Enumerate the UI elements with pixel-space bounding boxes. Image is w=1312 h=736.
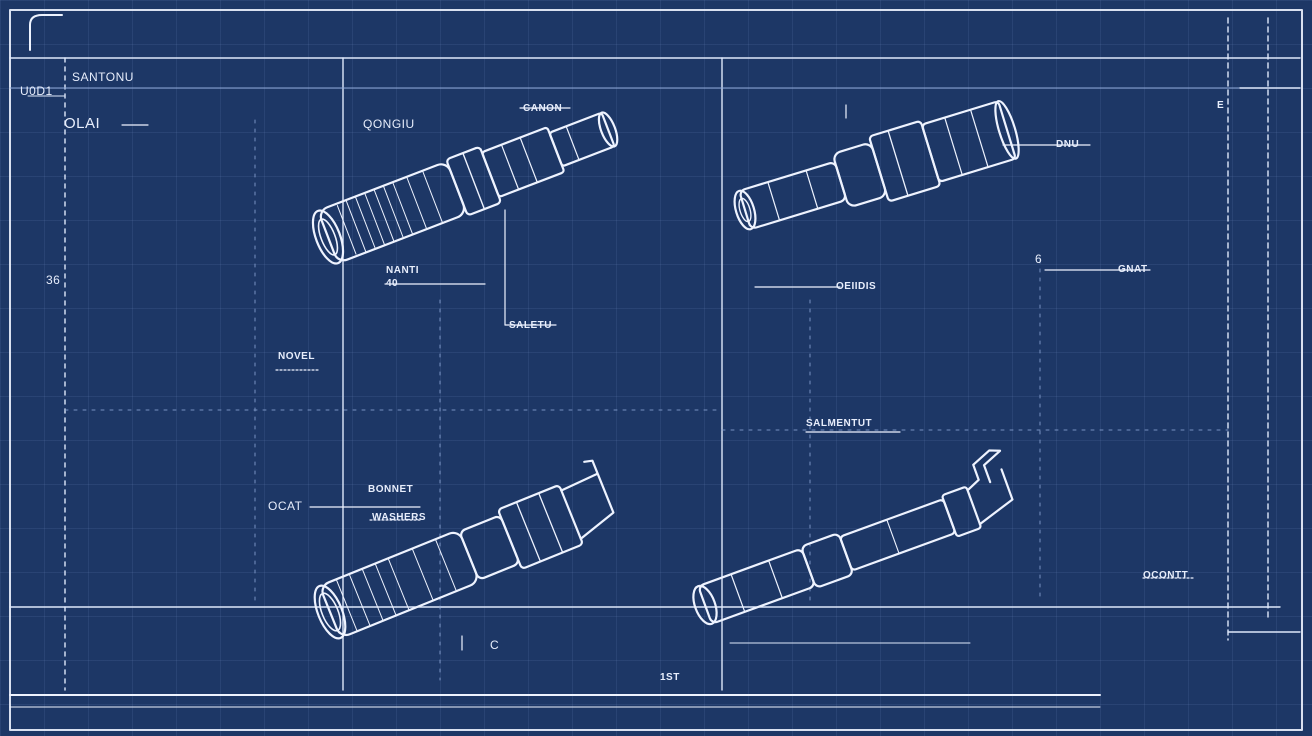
callout-nanti-sub: 40 xyxy=(386,278,399,289)
mark-bottom: 1ST xyxy=(660,672,680,683)
connector-bottom-left xyxy=(313,459,615,640)
connector-top-left xyxy=(311,111,619,265)
margin-code-label: U0D1 xyxy=(20,84,53,98)
side-tag-label: OLAI xyxy=(64,115,101,132)
callout-salmentut: SALMENTUT xyxy=(806,418,873,429)
callout-saletu: SALETU xyxy=(509,320,552,331)
leader-lines xyxy=(121,104,1196,651)
sheet-frame xyxy=(9,9,1303,731)
callout-novel: NOVEL xyxy=(278,351,315,362)
callout-bonnet: BONNET xyxy=(368,484,414,495)
callout-nanti: NANTI xyxy=(386,265,420,276)
connector-top-right xyxy=(733,100,1020,231)
mark-6: 6 xyxy=(1035,252,1043,266)
callout-bonnet-sub: WASHERS xyxy=(372,512,427,523)
callout-ocontt: OCONTT xyxy=(1143,570,1189,581)
mark-c: C xyxy=(490,638,500,652)
dimension-label: 36 xyxy=(46,273,61,287)
title-label: SANTONU xyxy=(72,70,134,84)
mark-e: E xyxy=(1217,100,1225,111)
callout-canon: CANON xyxy=(523,103,563,114)
callout-ocat: OCAT xyxy=(268,499,303,513)
construction-lines xyxy=(64,119,1229,681)
callout-gnat: GNAT xyxy=(1118,264,1148,275)
panel-grid xyxy=(9,17,1301,691)
panel-title-label: QONGIU xyxy=(363,117,415,131)
callout-dnu: DNU xyxy=(1056,139,1080,150)
connector-bottom-right xyxy=(692,449,1014,626)
callout-oeiidis: OEIIDIS xyxy=(836,281,877,292)
